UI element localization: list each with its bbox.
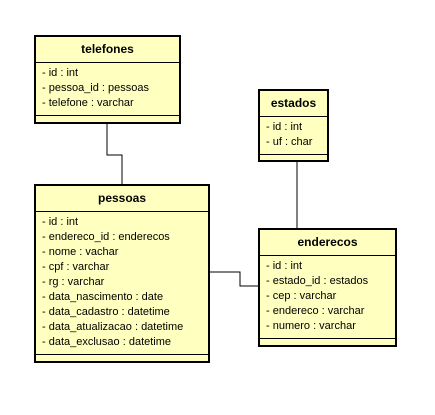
entity-estados[interactable]: estados - id : int - uf : char	[258, 89, 329, 162]
connector-pessoas-enderecos	[210, 271, 258, 287]
entity-footer	[36, 116, 179, 124]
entity-footer	[36, 355, 208, 363]
field-row: - data_atualizacao : datetime	[42, 321, 184, 333]
field-row: - data_nascimento : date	[42, 291, 164, 303]
field-row: - nome : vachar	[42, 246, 119, 258]
field-row: - data_exclusao : datetime	[42, 336, 172, 348]
field-row: - cpf : varchar	[42, 261, 110, 273]
field-row: - id : int	[266, 260, 303, 272]
field-row: - cep : varchar	[266, 290, 337, 302]
connector-telefones-pessoas	[106, 124, 123, 184]
entity-pessoas[interactable]: pessoas - id : int - endereco_id : ender…	[34, 184, 210, 363]
entity-footer	[260, 155, 327, 163]
field-row: - data_cadastro : datetime	[42, 306, 170, 318]
entity-footer	[260, 339, 395, 347]
field-row: - numero : varchar	[266, 320, 356, 332]
field-row: - endereco_id : enderecos	[42, 231, 170, 243]
field-row: - rg : varchar	[42, 276, 105, 288]
field-list: - id : int - endereco_id : enderecos - n…	[36, 212, 208, 355]
entity-title: enderecos	[260, 230, 395, 256]
field-list: - id : int - uf : char	[260, 117, 327, 155]
field-row: - pessoa_id : pessoas	[42, 82, 150, 94]
field-row: - endereco : varchar	[266, 305, 365, 317]
entity-enderecos[interactable]: enderecos - id : int - estado_id : estad…	[258, 228, 397, 347]
entity-telefones[interactable]: telefones - id : int - pessoa_id : pesso…	[34, 35, 181, 124]
entity-title: estados	[260, 91, 327, 117]
entity-title: telefones	[36, 37, 179, 63]
field-row: - id : int	[42, 67, 79, 79]
field-row: - uf : char	[266, 136, 313, 148]
field-row: - telefone : varchar	[42, 97, 134, 109]
field-row: - id : int	[42, 216, 79, 228]
field-list: - id : int - estado_id : estados - cep :…	[260, 256, 395, 339]
field-list: - id : int - pessoa_id : pessoas - telef…	[36, 63, 179, 116]
field-row: - id : int	[266, 121, 303, 133]
entity-title: pessoas	[36, 186, 208, 212]
field-row: - estado_id : estados	[266, 275, 369, 287]
